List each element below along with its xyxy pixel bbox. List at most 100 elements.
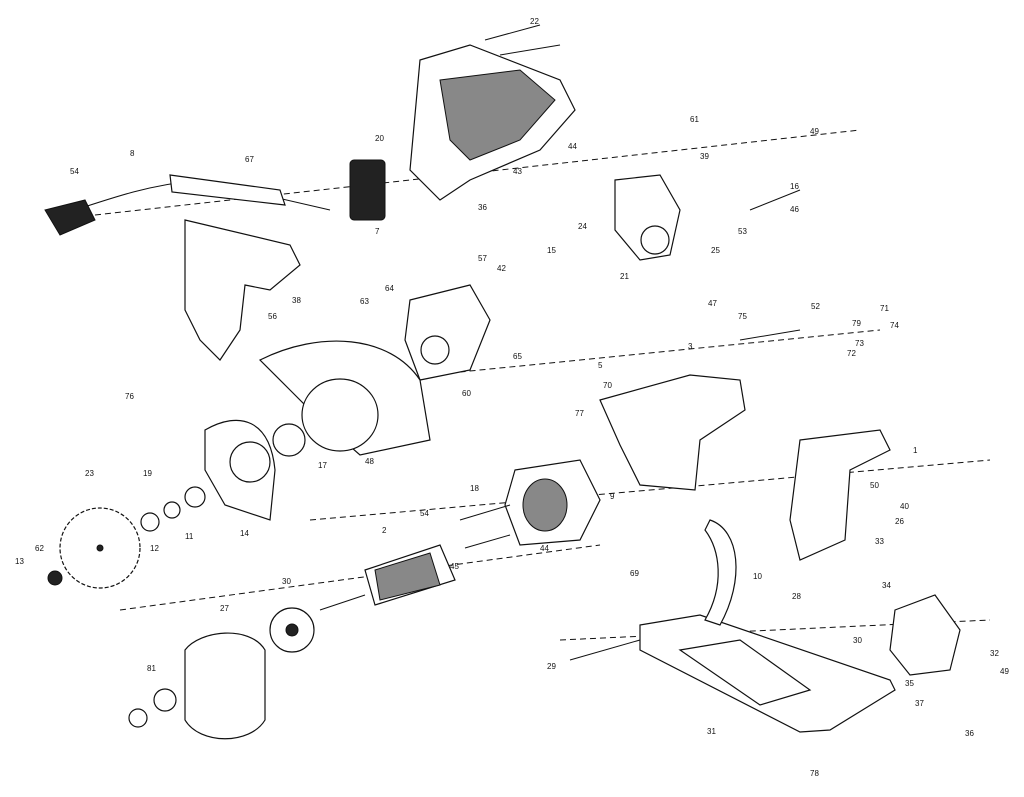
- part-callout: 61: [690, 115, 699, 124]
- part-callout: 53: [738, 227, 747, 236]
- part-callout: 48: [365, 457, 374, 466]
- part-callout: 26: [895, 517, 904, 526]
- part-callout: 3: [688, 342, 693, 351]
- part-callout: 47: [708, 299, 717, 308]
- part-callout: 27: [220, 604, 229, 613]
- part-callout: 43: [513, 167, 522, 176]
- part-callout: 32: [990, 649, 999, 658]
- part-callout: 30: [282, 577, 291, 586]
- part-callout: 39: [700, 152, 709, 161]
- bearing: [128, 688, 177, 728]
- part-callout: 81: [147, 664, 156, 673]
- part-callout: 13: [15, 557, 24, 566]
- part-callout: 40: [900, 502, 909, 511]
- saw-blade: [59, 507, 141, 589]
- part-callout: 35: [905, 679, 914, 688]
- motor-housing: [599, 374, 746, 491]
- part-callout: 38: [292, 296, 301, 305]
- part-callout: 5: [598, 361, 603, 370]
- part-callout: 62: [35, 544, 44, 553]
- part-callout: 78: [810, 769, 819, 778]
- part-callout: 2: [382, 526, 387, 535]
- part-callout: 37: [915, 699, 924, 708]
- part-callout: 11: [185, 532, 194, 541]
- part-callout: 29: [547, 662, 556, 671]
- part-callout: 31: [707, 727, 716, 736]
- part-callout: 52: [811, 302, 820, 311]
- part-callout: 22: [530, 17, 539, 26]
- part-callout: 79: [852, 319, 861, 328]
- part-callout: 76: [125, 392, 134, 401]
- part-callout: 45: [450, 562, 459, 571]
- part-callout: 24: [578, 222, 587, 231]
- fan: [269, 607, 315, 653]
- part-callout: 9: [610, 492, 615, 501]
- part-callout: 42: [497, 264, 506, 273]
- part-callout: 36: [478, 203, 487, 212]
- part-callout: 16: [790, 182, 799, 191]
- alignment-line: [559, 619, 991, 641]
- part-callout: 1: [913, 446, 918, 455]
- part-callout: 49: [810, 127, 819, 136]
- part-callout: 30: [853, 636, 862, 645]
- part-callout: 73: [855, 339, 864, 348]
- front-bracket: [889, 594, 961, 676]
- part-callout: 15: [547, 246, 556, 255]
- alignment-line: [119, 544, 601, 611]
- part-callout: 63: [360, 297, 369, 306]
- gear-housing: [404, 284, 491, 381]
- part-callout: 44: [540, 544, 549, 553]
- part-callout: 20: [375, 134, 384, 143]
- part-callout: 70: [603, 381, 612, 390]
- part-callout: 72: [847, 349, 856, 358]
- part-callout: 65: [513, 352, 522, 361]
- part-callout: 75: [738, 312, 747, 321]
- part-callout: 36: [965, 729, 974, 738]
- field-assembly: [504, 459, 601, 546]
- part-callout: 17: [318, 461, 327, 470]
- screws: [459, 24, 801, 661]
- part-callout: 12: [150, 544, 159, 553]
- base-plate: [639, 614, 896, 733]
- depth-quadrant: [704, 519, 737, 626]
- part-callout: 14: [240, 529, 249, 538]
- part-callout: 21: [620, 272, 629, 281]
- part-callout: 44: [568, 142, 577, 151]
- part-callout: 56: [268, 312, 277, 321]
- rear-handle: [184, 219, 301, 361]
- lower-blade-guard: [204, 419, 276, 521]
- part-callout: 49: [1000, 667, 1009, 676]
- part-callout: 25: [711, 246, 720, 255]
- power-cord: [44, 174, 331, 236]
- part-callout: 50: [870, 481, 879, 490]
- part-callout: 67: [245, 155, 254, 164]
- switch: [349, 159, 386, 221]
- upper-blade-guard: [258, 340, 431, 456]
- part-callout: 54: [420, 509, 429, 518]
- part-callout: 77: [575, 409, 584, 418]
- part-callout: 64: [385, 284, 394, 293]
- part-callout: 46: [790, 205, 799, 214]
- bevel-bracket: [789, 429, 891, 561]
- top-handle-housing: [409, 44, 576, 201]
- part-callout: 33: [875, 537, 884, 546]
- part-callout: 34: [882, 581, 891, 590]
- part-callout: 7: [375, 227, 380, 236]
- alignment-line: [309, 459, 991, 521]
- part-callout: 23: [85, 469, 94, 478]
- part-callout: 60: [462, 389, 471, 398]
- washers: [47, 423, 306, 586]
- baffle-ring: [184, 632, 266, 740]
- part-callout: 28: [792, 592, 801, 601]
- end-plate: [614, 174, 681, 261]
- part-callout: 57: [478, 254, 487, 263]
- part-callout: 54: [70, 167, 79, 176]
- part-callout: 74: [890, 321, 899, 330]
- part-callout: 18: [470, 484, 479, 493]
- part-callout: 19: [143, 469, 152, 478]
- part-callout: 8: [130, 149, 135, 158]
- armature: [319, 544, 456, 611]
- part-callout: 71: [880, 304, 889, 313]
